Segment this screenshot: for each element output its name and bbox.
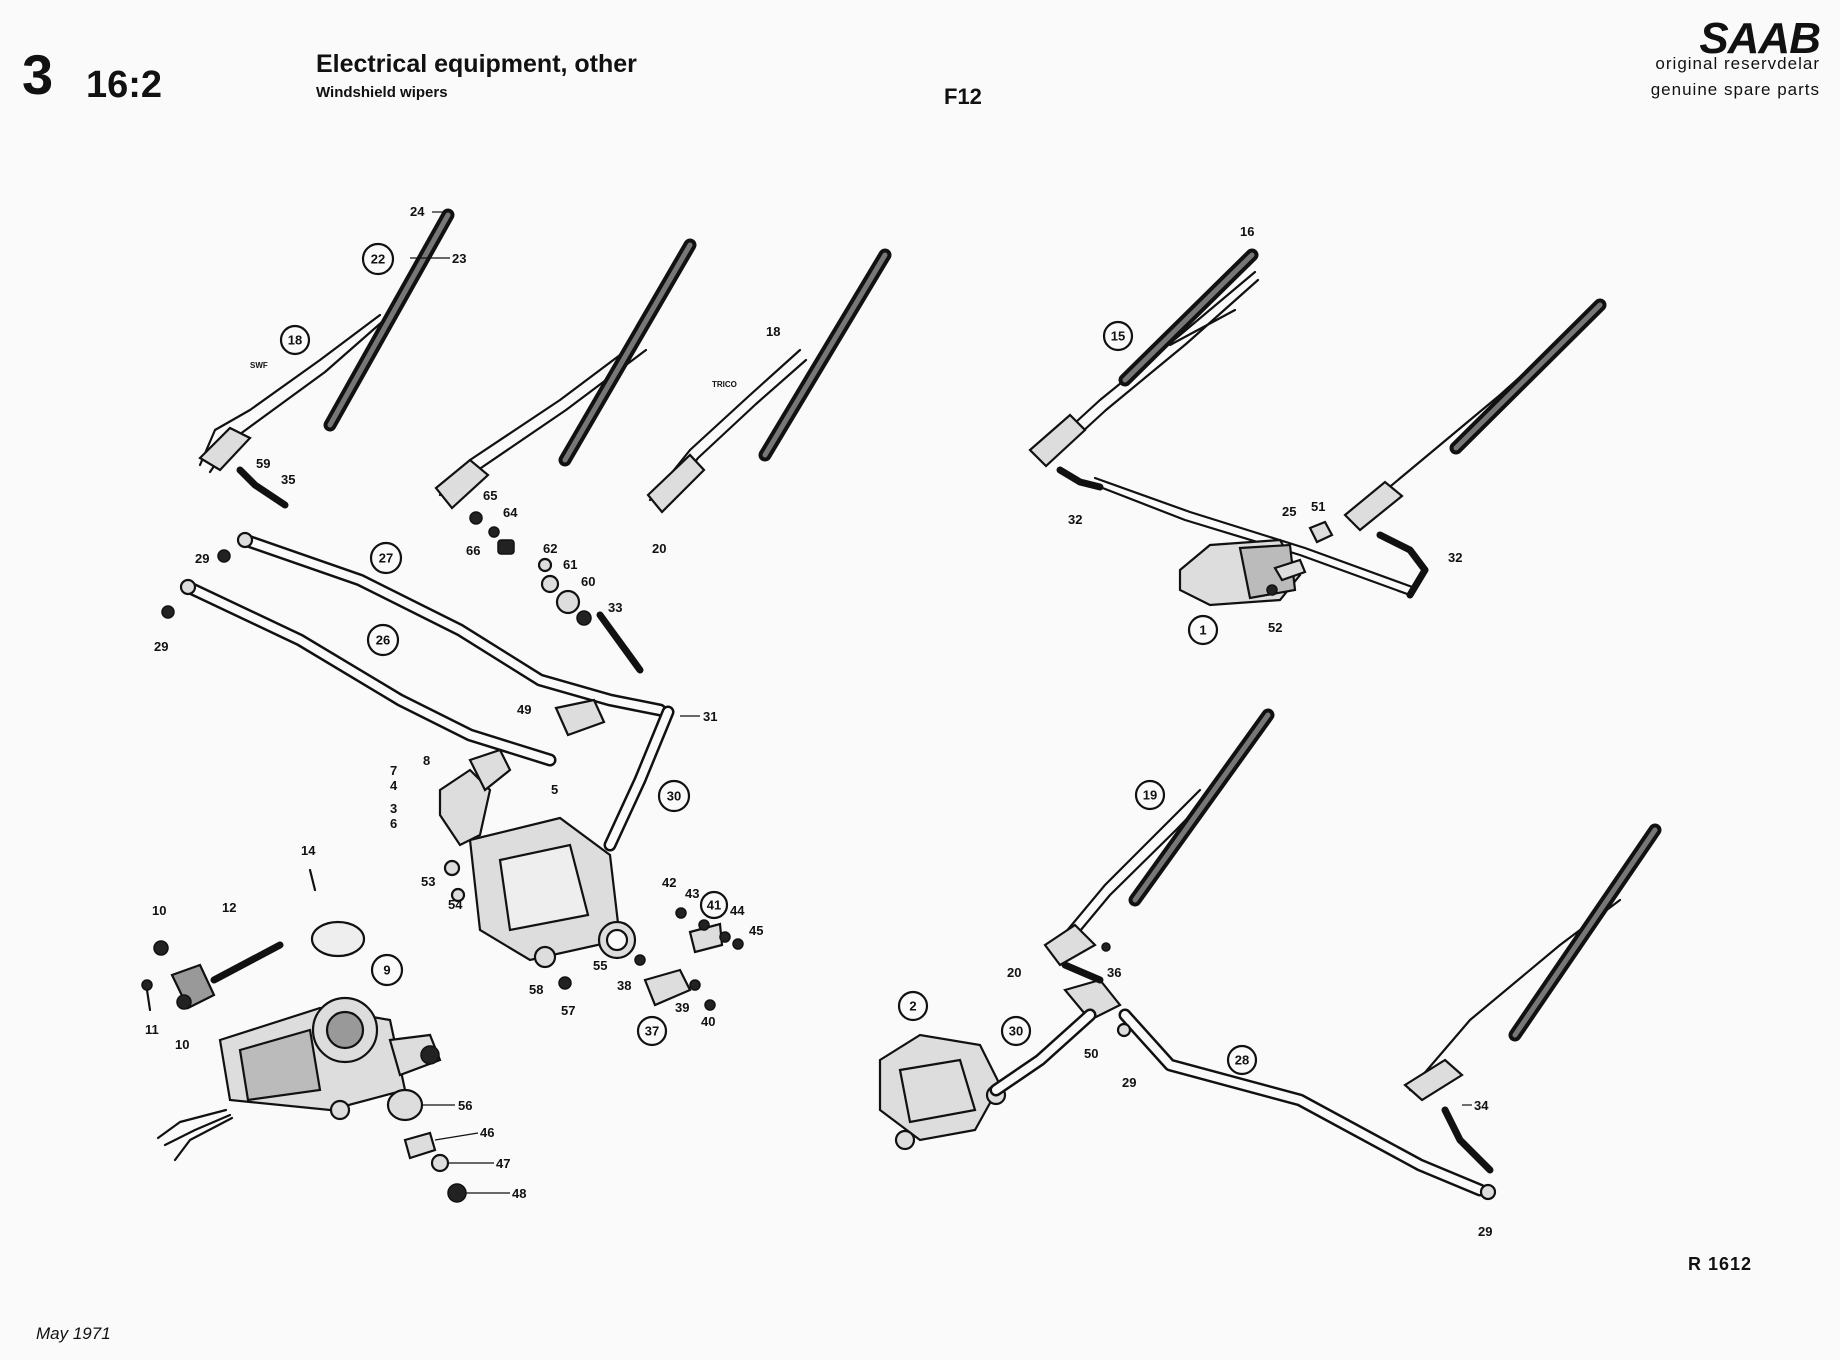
callout: 65 [483,488,497,503]
brand-tagline-english: genuine spare parts [1650,80,1820,99]
callout: 29 [154,639,168,654]
callout: 35 [281,472,295,487]
callout: 12 [222,900,236,915]
callout: 23 [452,251,466,266]
brand-label-trico: TRICO [712,380,737,389]
callout: 51 [1311,499,1325,514]
callout: 40 [701,1014,715,1029]
callout: 37 [645,1024,659,1039]
callout: 20 [652,541,666,556]
callout: 57 [561,1003,575,1018]
callout: 9 [383,963,390,978]
callout: 29 [1478,1224,1492,1239]
page-title: Electrical equipment, other [316,50,637,78]
brand-label-swf: SWF [250,361,268,370]
callout: 27 [379,551,393,566]
callout: 59 [256,456,270,471]
section-number: 3 [22,43,54,106]
wiper-assembly-trico: TRICO [646,248,892,514]
callout: 48 [512,1186,526,1201]
callout: 4 [390,778,398,793]
callout: 38 [617,978,631,993]
callout: 64 [503,505,518,520]
wiper-assembly-middle [434,238,697,510]
callout: 20 [1007,965,1021,980]
callout: 25 [1282,504,1296,519]
callout: 36 [1107,965,1121,980]
callout: 45 [749,923,763,938]
callout: 55 [593,958,607,973]
page-subtitle: Windshield wipers [316,84,448,101]
nut-icon [217,549,231,563]
callout: 7 [390,763,397,778]
callout: 49 [517,702,531,717]
brand-tagline-swedish: original reservdelar [1655,54,1820,73]
callout: 50 [1084,1046,1098,1061]
issue-date: May 1971 [36,1324,111,1343]
callout: 39 [675,1000,689,1015]
link-rods [161,531,675,852]
callout: 42 [662,875,676,890]
callout: 66 [466,543,480,558]
callout: 56 [458,1098,472,1113]
callout: 29 [1122,1075,1136,1090]
callout: 62 [543,541,557,556]
saab-logo: SAAB [1699,14,1821,63]
callout: 41 [707,898,721,913]
callout: 46 [480,1125,494,1140]
callout: 53 [421,874,435,889]
callout: 29 [195,551,209,566]
callout: 31 [703,709,717,724]
wiper-assembly-swf: SWF [198,208,455,509]
callout: 19 [1143,788,1157,803]
callout: 24 [410,204,425,219]
callout: 3 [390,801,397,816]
plain-callouts: 24 23 59 35 29 29 65 64 66 62 61 60 33 3… [145,204,1492,1239]
callout: 22 [371,252,385,267]
callout: 30 [667,789,681,804]
callout: 10 [175,1037,189,1052]
callout: 43 [685,886,699,901]
bracket-assembly [634,907,744,1011]
callout: 61 [563,557,577,572]
callout: 47 [496,1156,510,1171]
callout: 16 [1240,224,1254,239]
callout: 1 [1199,623,1206,638]
callout: 28 [1235,1053,1249,1068]
callout: 54 [448,897,463,912]
drawing-reference: R 1612 [1687,1254,1752,1274]
callout: 33 [608,600,622,615]
callout: 6 [390,816,397,831]
wiper-assembly-bottom-right [878,708,1662,1201]
callout: 5 [551,782,558,797]
section-subnumber: 16:2 [86,64,163,106]
callout: 18 [766,324,780,339]
callout: 44 [730,903,745,918]
spindle-hardware [469,511,606,737]
callout: 32 [1068,512,1082,527]
callout: 26 [376,633,390,648]
callout: 32 [1448,550,1462,565]
callout: 34 [1474,1098,1489,1113]
callout: 30 [1009,1024,1023,1039]
callout: 8 [423,753,430,768]
callout: 10 [152,903,166,918]
wiper-assembly-top-right [1028,248,1607,607]
callout: 2 [909,999,916,1014]
circled-callouts: 22 18 27 26 15 1 30 41 9 37 19 2 30 28 [279,242,1258,1076]
callout: 58 [529,982,543,997]
callout: 52 [1268,620,1282,635]
model-code: F12 [944,84,982,109]
nut-icon [161,605,175,619]
callout: 14 [301,843,316,858]
wiper-motor-assembly [141,748,637,1203]
callout: 18 [288,333,302,348]
callout: 15 [1111,329,1125,344]
callout: 11 [145,1022,159,1037]
callout: 60 [581,574,595,589]
